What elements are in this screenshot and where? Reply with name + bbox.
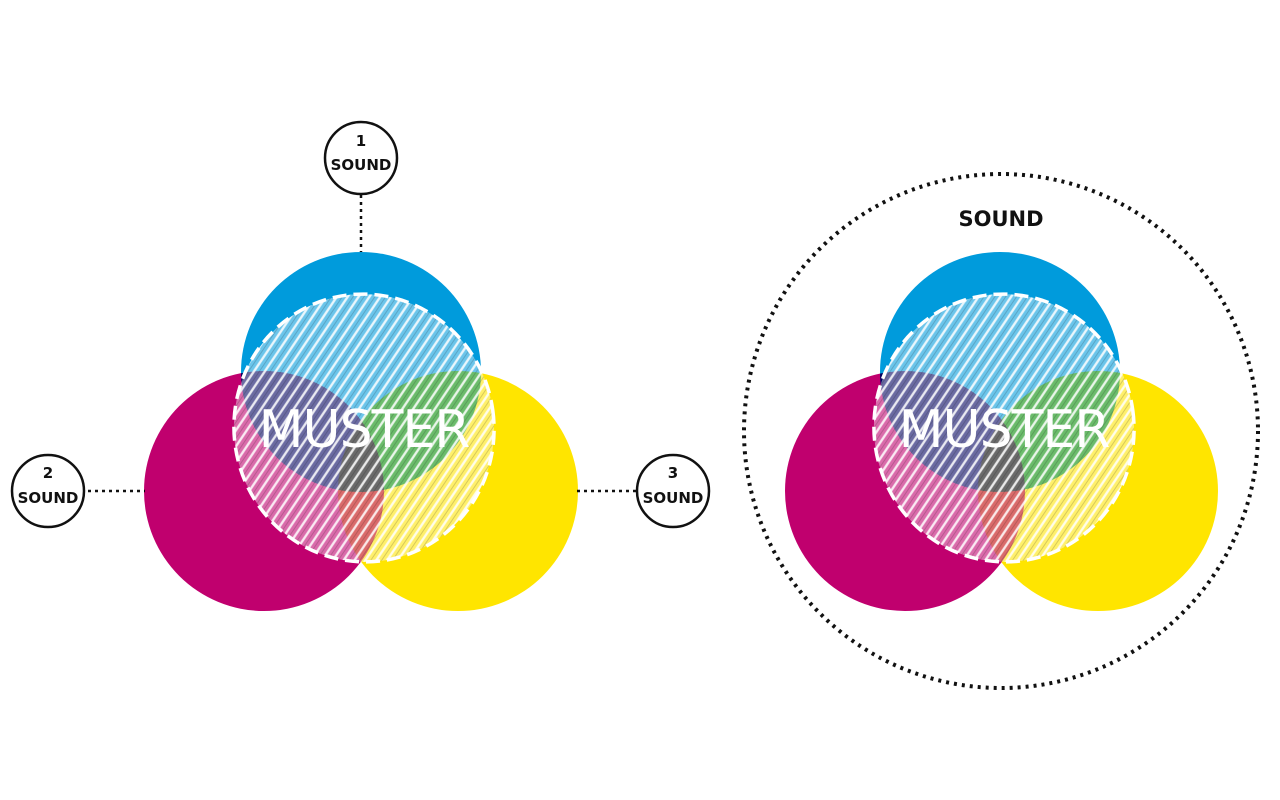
sound-node-1-number: 1 [356, 132, 366, 150]
sound-node-1-text: SOUND [331, 156, 392, 174]
sound-node-3-text: SOUND [643, 489, 704, 507]
outer-sound-label: SOUND [958, 207, 1043, 231]
sound-node-3-number: 3 [668, 464, 678, 482]
hatch-overlay [872, 292, 1136, 564]
sound-node-2-number: 2 [43, 464, 53, 482]
muster-label-right: MUSTER [899, 400, 1110, 460]
sound-node-1: 1 SOUND [323, 120, 399, 196]
hatch-overlay [232, 292, 496, 564]
sound-node-2-text: SOUND [18, 489, 79, 507]
left-diagram: MUSTER 1 SOUND 2 SOUND 3 SOUND [10, 120, 711, 611]
muster-label-left: MUSTER [259, 400, 470, 460]
outer-sound-ring [742, 172, 1260, 690]
right-diagram: SOUND MUSTER [742, 172, 1260, 690]
sound-node-3: 3 SOUND [635, 453, 711, 529]
sound-node-2: 2 SOUND [10, 453, 86, 529]
